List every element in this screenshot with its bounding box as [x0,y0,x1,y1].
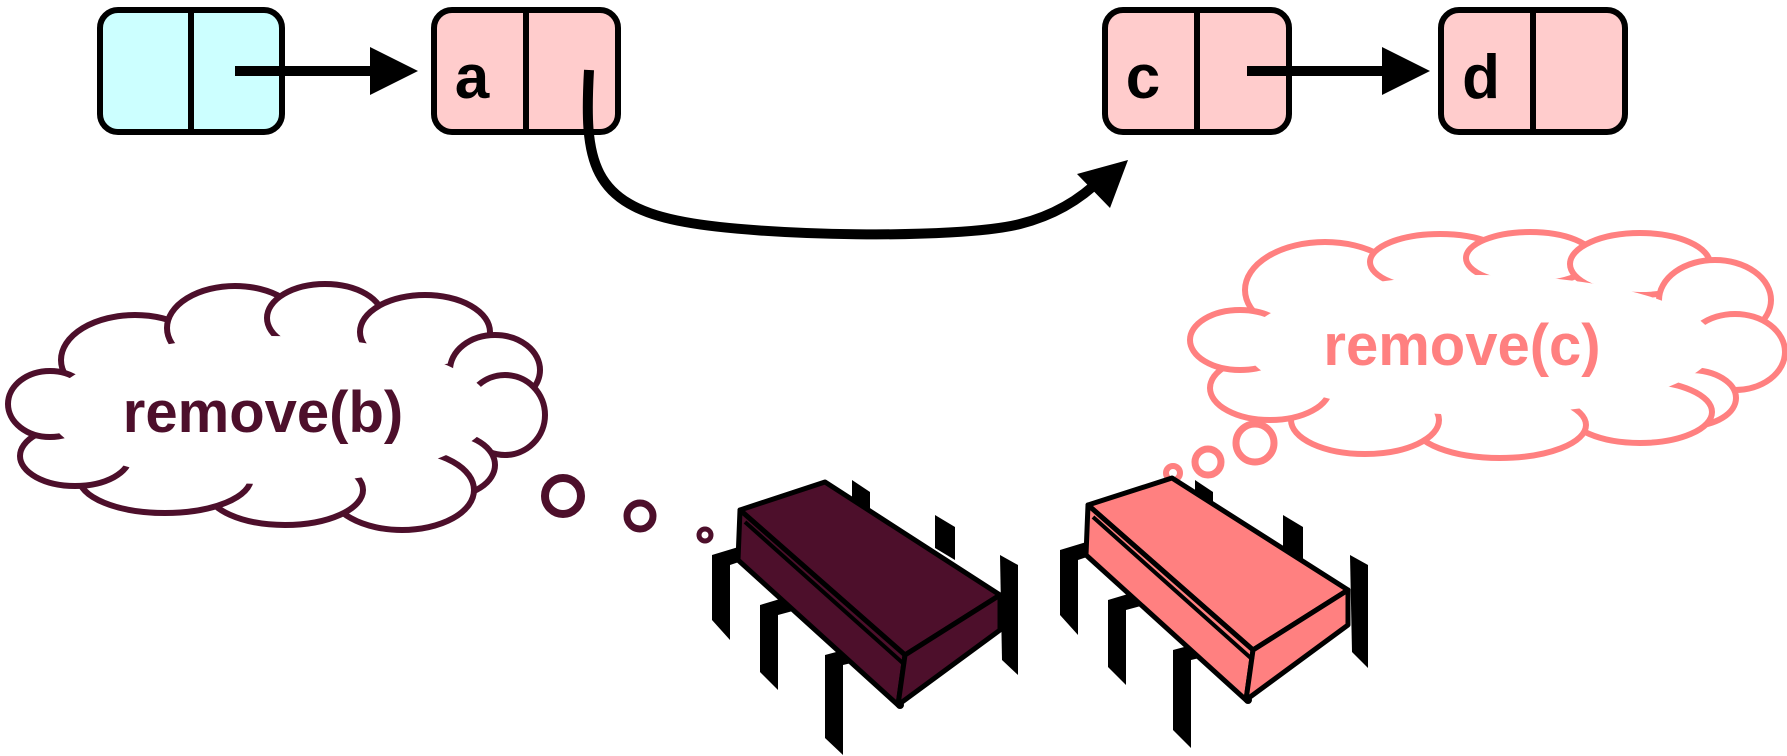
list-node-d: d [1441,10,1625,132]
node-d-label: d [1462,43,1500,112]
thought-text-remove-b: remove(b) [123,380,403,445]
processor-chip-icon [712,480,1018,755]
thought-bubbles-thread-b [545,478,711,541]
processor-chip-icon [1060,478,1368,748]
pointer-a-to-c-bypass [588,70,1128,234]
node-a-label: a [455,43,490,112]
thought-text-remove-c: remove(c) [1323,313,1600,378]
thought-bubbles-thread-c [1166,424,1274,480]
node-c-label: c [1126,43,1160,112]
